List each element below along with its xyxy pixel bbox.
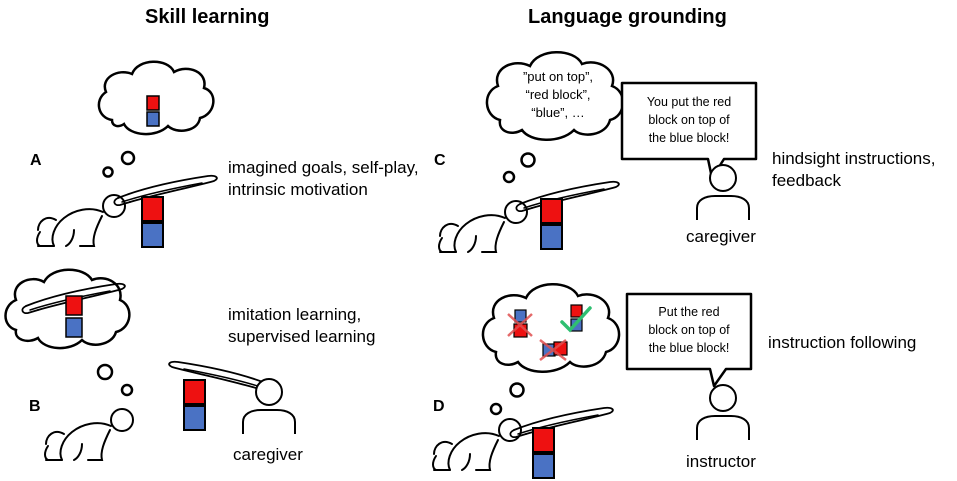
- speech-line-2: block on top of: [648, 113, 730, 127]
- speech-text-d: Put the red block on top of the blue blo…: [629, 303, 749, 357]
- role-label-b: caregiver: [233, 445, 303, 464]
- thought-cloud-d: [481, 283, 621, 373]
- speech-bubble-d: [625, 292, 753, 388]
- red-block-icon: [65, 295, 83, 316]
- red-block-icon: [532, 427, 555, 453]
- blue-block-icon: [65, 317, 83, 338]
- panel-d-graphics: [432, 283, 753, 479]
- caption-b-line-2: supervised learning: [228, 327, 376, 346]
- blue-block-icon: [183, 405, 206, 431]
- column-title-skill-learning: Skill learning: [145, 6, 270, 28]
- blue-block-icon: [514, 309, 527, 323]
- thought-line-1: ”put on top”,: [522, 69, 594, 84]
- thought-line-2: “red block”,: [525, 87, 591, 102]
- speech-line-1: Put the red: [658, 305, 720, 319]
- thought-cloud-c: [485, 51, 625, 141]
- instructor-icon: [696, 384, 750, 441]
- cross-icon: [539, 339, 567, 361]
- red-block-icon: [540, 198, 563, 224]
- panel-b-graphics: [4, 268, 296, 461]
- red-block-icon: [570, 304, 583, 318]
- hand-icon: [113, 174, 218, 207]
- speech-line-3: the blue block!: [648, 341, 730, 355]
- caption-a: imagined goals, self-play, intrinsic mot…: [228, 157, 419, 201]
- baby-icon: [438, 200, 528, 253]
- thought-bubble-icon: [102, 166, 114, 178]
- blue-block-icon: [146, 111, 160, 127]
- thought-bubble-icon: [120, 383, 134, 397]
- thought-bubble-icon: [120, 150, 136, 166]
- caption-d: instruction following: [768, 332, 916, 354]
- panel-a-graphics: [36, 60, 218, 248]
- panel-letter-c: C: [434, 152, 446, 169]
- thought-line-3: “blue”, …: [531, 105, 585, 120]
- blue-block-icon: [532, 453, 555, 479]
- caption-b: imitation learning, supervised learning: [228, 304, 375, 348]
- caption-c: hindsight instructions, feedback: [772, 148, 935, 192]
- thought-bubble-icon: [520, 152, 536, 168]
- caption-c-line-1: hindsight instructions,: [772, 149, 936, 168]
- thought-bubble-icon: [502, 170, 516, 184]
- cross-icon: [507, 313, 533, 337]
- panel-letter-d: D: [433, 398, 445, 415]
- thought-bubble-icon: [96, 363, 114, 381]
- blue-block-icon: [141, 222, 164, 248]
- blue-block-icon: [540, 224, 563, 250]
- role-label-d: instructor: [686, 452, 756, 471]
- red-block-icon: [146, 95, 160, 111]
- thought-bubble-icon: [509, 382, 525, 398]
- thought-text-c: ”put on top”, “red block”, “blue”, …: [510, 68, 606, 122]
- baby-icon: [36, 194, 126, 247]
- panel-letter-b: B: [29, 398, 41, 415]
- caption-a-line-1: imagined goals, self-play,: [228, 158, 419, 177]
- speech-line-1: You put the red: [646, 95, 732, 109]
- caption-b-line-1: imitation learning,: [228, 305, 362, 324]
- hand-icon: [509, 406, 614, 439]
- speech-line-2: block on top of: [648, 323, 730, 337]
- baby-icon: [44, 408, 134, 461]
- red-block-icon: [141, 196, 164, 222]
- baby-icon: [432, 418, 522, 471]
- panel-letter-a: A: [30, 152, 42, 169]
- column-title-language-grounding: Language grounding: [528, 6, 727, 28]
- caption-d-line-1: instruction following: [768, 333, 917, 352]
- hand-icon: [515, 180, 620, 213]
- caption-a-line-2: intrinsic motivation: [228, 180, 368, 199]
- check-icon: [560, 306, 592, 333]
- red-block-icon: [183, 379, 206, 405]
- thought-bubble-icon: [489, 402, 503, 416]
- speech-text-c: You put the red block on top of the blue…: [624, 93, 754, 147]
- role-label-c: caregiver: [686, 227, 756, 246]
- caption-c-line-2: feedback: [772, 171, 841, 190]
- panel-c-graphics: [438, 51, 758, 253]
- caregiver-icon: [696, 164, 750, 221]
- speech-line-3: the blue block!: [648, 131, 730, 145]
